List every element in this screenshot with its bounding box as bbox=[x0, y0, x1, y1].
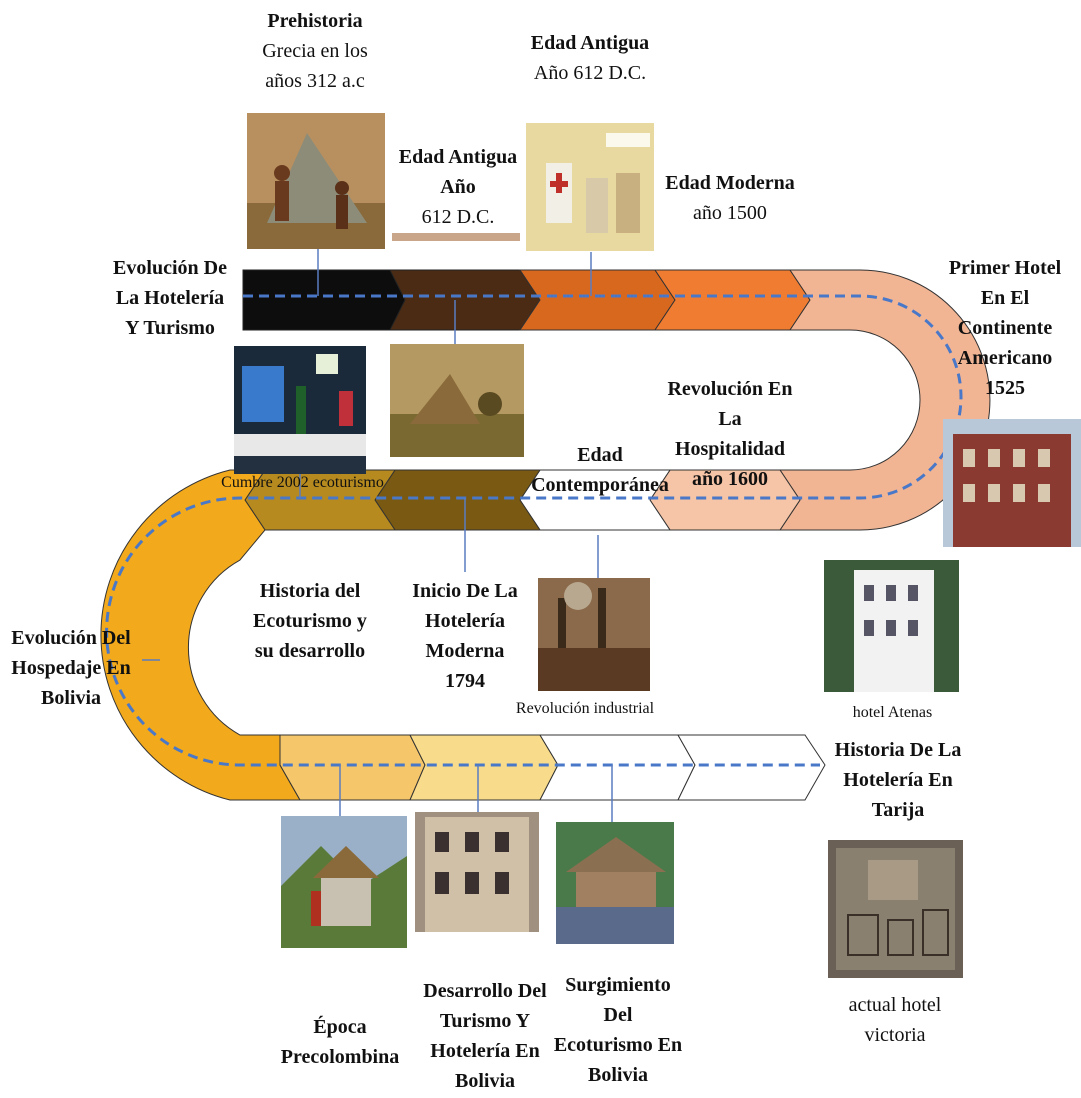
cruzadas-image bbox=[526, 123, 654, 251]
primer-hotel-image bbox=[943, 419, 1081, 547]
precolombina-image bbox=[281, 816, 407, 948]
edad-antigua-mid-image bbox=[392, 233, 520, 241]
segment-tarija bbox=[677, 734, 826, 801]
prehistoria-image bbox=[247, 113, 385, 249]
hotel-victoria-image bbox=[828, 840, 963, 978]
segment-desarrollo bbox=[409, 734, 559, 801]
caption-cumbre-ecoturismo: Cumbre 2002 ecoturismo bbox=[221, 474, 384, 491]
pointer-lines bbox=[142, 248, 613, 822]
segment-precolombina bbox=[279, 734, 426, 801]
surgimiento-image bbox=[556, 822, 674, 944]
caption-hotel-atenas: hotel Atenas bbox=[852, 704, 933, 721]
segment-surgimiento bbox=[539, 734, 696, 801]
edad-antigua-scene-image bbox=[390, 344, 524, 457]
cumbre-ecoturismo-image bbox=[234, 346, 366, 474]
timeline-dashed-path bbox=[105, 294, 963, 767]
desarrollo-image bbox=[415, 812, 539, 932]
segment-edad-moderna bbox=[654, 269, 811, 331]
segment-curve-right bbox=[779, 269, 991, 531]
revolucion-industrial-image bbox=[538, 578, 650, 691]
segment-edad-antigua-2 bbox=[519, 269, 676, 331]
segment-prehistoria bbox=[242, 269, 406, 331]
segment-edad-antigua-1 bbox=[389, 269, 541, 331]
segment-curve-left bbox=[100, 469, 301, 801]
caption-revolucion-industrial: Revolución industrial bbox=[515, 700, 655, 717]
hotel-atenas-image bbox=[824, 560, 959, 692]
